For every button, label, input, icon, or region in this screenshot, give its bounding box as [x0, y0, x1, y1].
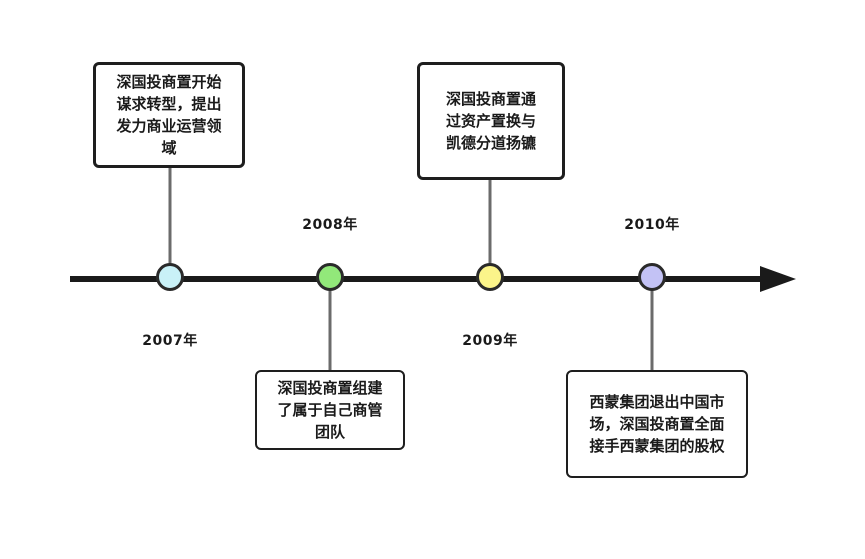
year-label-2007: 2007年 [142, 333, 198, 349]
event-text-2010: 西蒙集团退出中国市 场，深国投商置全面 接手西蒙集团的股权 [589, 393, 725, 455]
event-text-2008: 深国投商置组建 了属于自己商管 团队 [277, 379, 383, 441]
event-text-2009: 深国投商置通 过资产置换与 凯德分道扬镳 [445, 90, 536, 152]
dot-2007 [156, 263, 184, 291]
dot-2009 [476, 263, 504, 291]
event-box-2007: 深国投商置开始 谋求转型，提出 发力商业运营领 域 [93, 62, 245, 168]
year-label-2008: 2008年 [302, 217, 358, 233]
event-box-2010: 西蒙集团退出中国市 场，深国投商置全面 接手西蒙集团的股权 [566, 370, 748, 478]
event-box-2008: 深国投商置组建 了属于自己商管 团队 [255, 370, 405, 450]
event-box-2009: 深国投商置通 过资产置换与 凯德分道扬镳 [417, 62, 565, 180]
dot-2010 [638, 263, 666, 291]
event-text-2007: 深国投商置开始 谋求转型，提出 发力商业运营领 域 [116, 73, 222, 157]
dot-2008 [316, 263, 344, 291]
year-label-2010: 2010年 [624, 217, 680, 233]
timeline-arrowhead [760, 266, 796, 292]
year-label-2009: 2009年 [462, 333, 518, 349]
